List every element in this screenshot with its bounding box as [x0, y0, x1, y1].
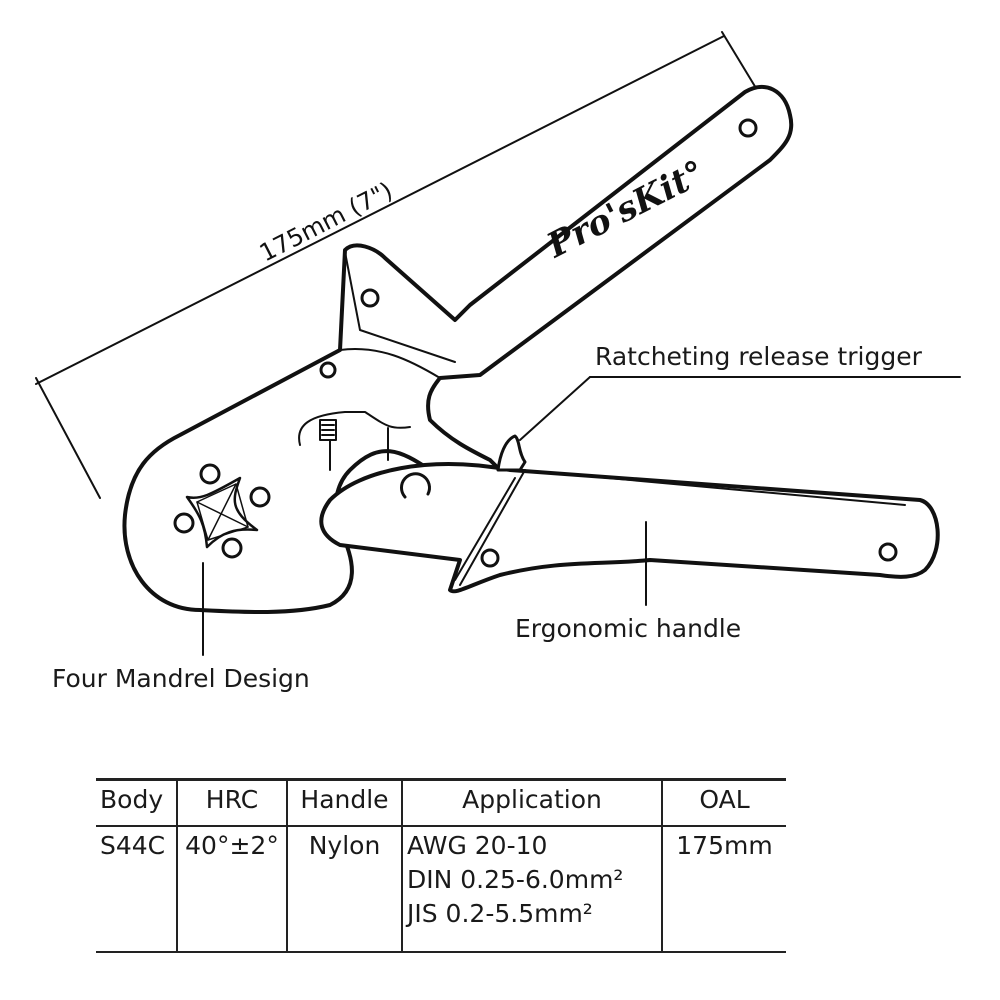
pivot-c-ring [400, 472, 431, 499]
application-jis: JIS 0.2-5.5mm² [407, 899, 593, 928]
rivet-holes [173, 118, 898, 568]
upper-handle-inner-edge [339, 251, 456, 379]
callout-ratchet-trigger: Ratcheting release trigger [595, 342, 922, 371]
lower-handle-inner-line [454, 469, 906, 586]
header-application: Application [401, 778, 663, 827]
leader-lines [202, 376, 961, 656]
header-oal: OAL [661, 778, 786, 827]
lower-handle [319, 462, 940, 594]
cell-handle: Nylon [286, 825, 403, 953]
callout-four-mandrel: Four Mandrel Design [52, 664, 310, 693]
spec-table: Body HRC Handle Application OAL S44C 40°… [96, 778, 786, 953]
cell-application: AWG 20-10 DIN 0.25-6.0mm² JIS 0.2-5.5mm² [401, 825, 663, 953]
callout-ergonomic-handle: Ergonomic handle [515, 614, 742, 643]
application-din: DIN 0.25-6.0mm² [407, 865, 624, 894]
cell-hrc: 40°±2° [176, 825, 288, 953]
table-header-row: Body HRC Handle Application OAL [96, 778, 786, 827]
cell-oal: 175mm [661, 825, 786, 953]
application-awg: AWG 20-10 [407, 831, 548, 860]
spring-mechanism [298, 411, 411, 471]
four-mandrel-die [185, 476, 259, 549]
header-body: Body [96, 778, 178, 827]
table-row: S44C 40°±2° Nylon AWG 20-10 DIN 0.25-6.0… [96, 825, 786, 953]
ratchet-trigger [496, 434, 527, 472]
cell-body: S44C [96, 825, 178, 953]
header-handle: Handle [286, 778, 403, 827]
header-hrc: HRC [176, 778, 288, 827]
